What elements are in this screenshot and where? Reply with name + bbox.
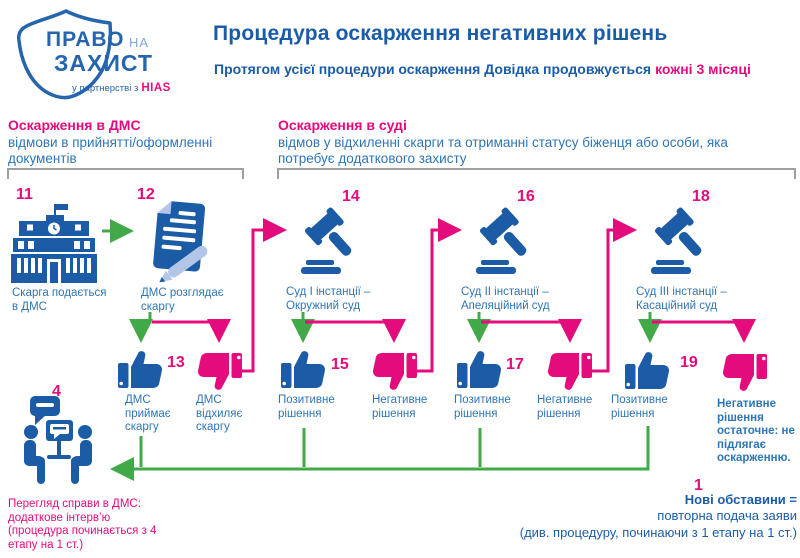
caption-step-19-positive: Позитивне рішення — [611, 394, 668, 420]
new-circumstances-line3: (див. процедуру, починаючи з 1 етапу на … — [519, 524, 797, 540]
section-dms: Оскарження в ДМС відмови в прийнятті/офо… — [8, 117, 258, 167]
shield-icon — [17, 9, 113, 100]
caption-step-15-negative: Негативне рішення — [372, 394, 428, 420]
new-circumstances-title: Нові обставини = — [684, 492, 797, 507]
thumb-down-icon — [371, 351, 418, 393]
step-number-4: 4 — [52, 383, 61, 400]
page-title: Процедура оскарження негативних рішень — [213, 22, 668, 45]
caption-step-14: Суд І інстанції – Окружний суд — [286, 286, 371, 312]
caption-step-18: Суд ІІІ інстанції – Касаційний суд — [636, 286, 727, 312]
logo-word-zakhyst: ЗАХИСТ — [54, 50, 153, 76]
document-pencil-icon — [140, 199, 218, 287]
step-number-19: 19 — [680, 354, 698, 371]
logo-word-na: НА — [129, 35, 150, 50]
step-number-16: 16 — [517, 188, 535, 205]
caption-final-negative: Негативне рішення остаточне: не підлягає… — [717, 398, 795, 465]
caption-step-16: Суд ІІ інстанції – Апеляційний суд — [461, 286, 550, 312]
caption-step-13-negative: ДМС відхиляє скаргу — [196, 394, 243, 434]
caption-step-4: Перегляд справи в ДМС: додаткове інтерв’… — [8, 498, 157, 551]
thumb-up-icon — [456, 348, 503, 390]
section-court: Оскарження в суді відмов у відхиленні ск… — [278, 117, 798, 167]
step-number-18: 18 — [692, 188, 710, 205]
new-circumstances-note: Нові обставини = повторна подача заяви (… — [505, 492, 797, 541]
section-court-title: Оскарження в суді — [278, 117, 407, 133]
thumb-down-icon — [546, 351, 593, 393]
gavel-icon — [469, 203, 533, 277]
gavel-icon — [644, 203, 708, 277]
thumb-down-icon — [721, 352, 768, 394]
thumb-up-icon — [624, 349, 671, 391]
step-number-1: 1 — [694, 477, 703, 494]
caption-step-17-negative: Негативне рішення — [537, 394, 593, 420]
step-number-15: 15 — [331, 356, 349, 373]
page-subtitle: Протягом усієї процедури оскарження Дові… — [214, 61, 751, 77]
step-number-17: 17 — [506, 356, 524, 373]
subtitle-highlight: кожні 3 місяці — [655, 61, 751, 77]
section-bracket-lines — [7, 168, 796, 179]
caption-step-15-positive: Позитивне рішення — [278, 394, 335, 420]
caption-step-13-positive: ДМС приймає скаргу — [125, 394, 171, 434]
step-number-12: 12 — [137, 186, 155, 203]
caption-step-11: Скарга подається в ДМС — [12, 287, 107, 313]
step-number-14: 14 — [342, 188, 360, 205]
caption-step-12: ДМС розглядає скаргу — [141, 287, 224, 313]
interview-icon — [20, 394, 96, 490]
step-number-13: 13 — [167, 354, 185, 371]
hias-logo: HIAS — [141, 82, 171, 94]
new-circumstances-line2: повторна подача заяви — [657, 508, 797, 524]
thumb-up-icon — [117, 348, 164, 390]
thumb-up-icon — [280, 348, 327, 390]
gavel-icon — [294, 203, 358, 277]
section-court-subtitle: відмов у відхиленні скарги та отриманні … — [278, 134, 728, 166]
section-dms-subtitle: відмови в прийнятті/оформленні документі… — [8, 134, 213, 166]
thumb-down-icon — [196, 351, 243, 393]
government-building-icon — [10, 203, 98, 285]
step-number-11: 11 — [16, 186, 33, 203]
logo-word-pravo: ПРАВО — [46, 28, 125, 51]
section-dms-title: Оскарження в ДМС — [8, 117, 141, 133]
caption-step-17-positive: Позитивне рішення — [454, 394, 511, 420]
